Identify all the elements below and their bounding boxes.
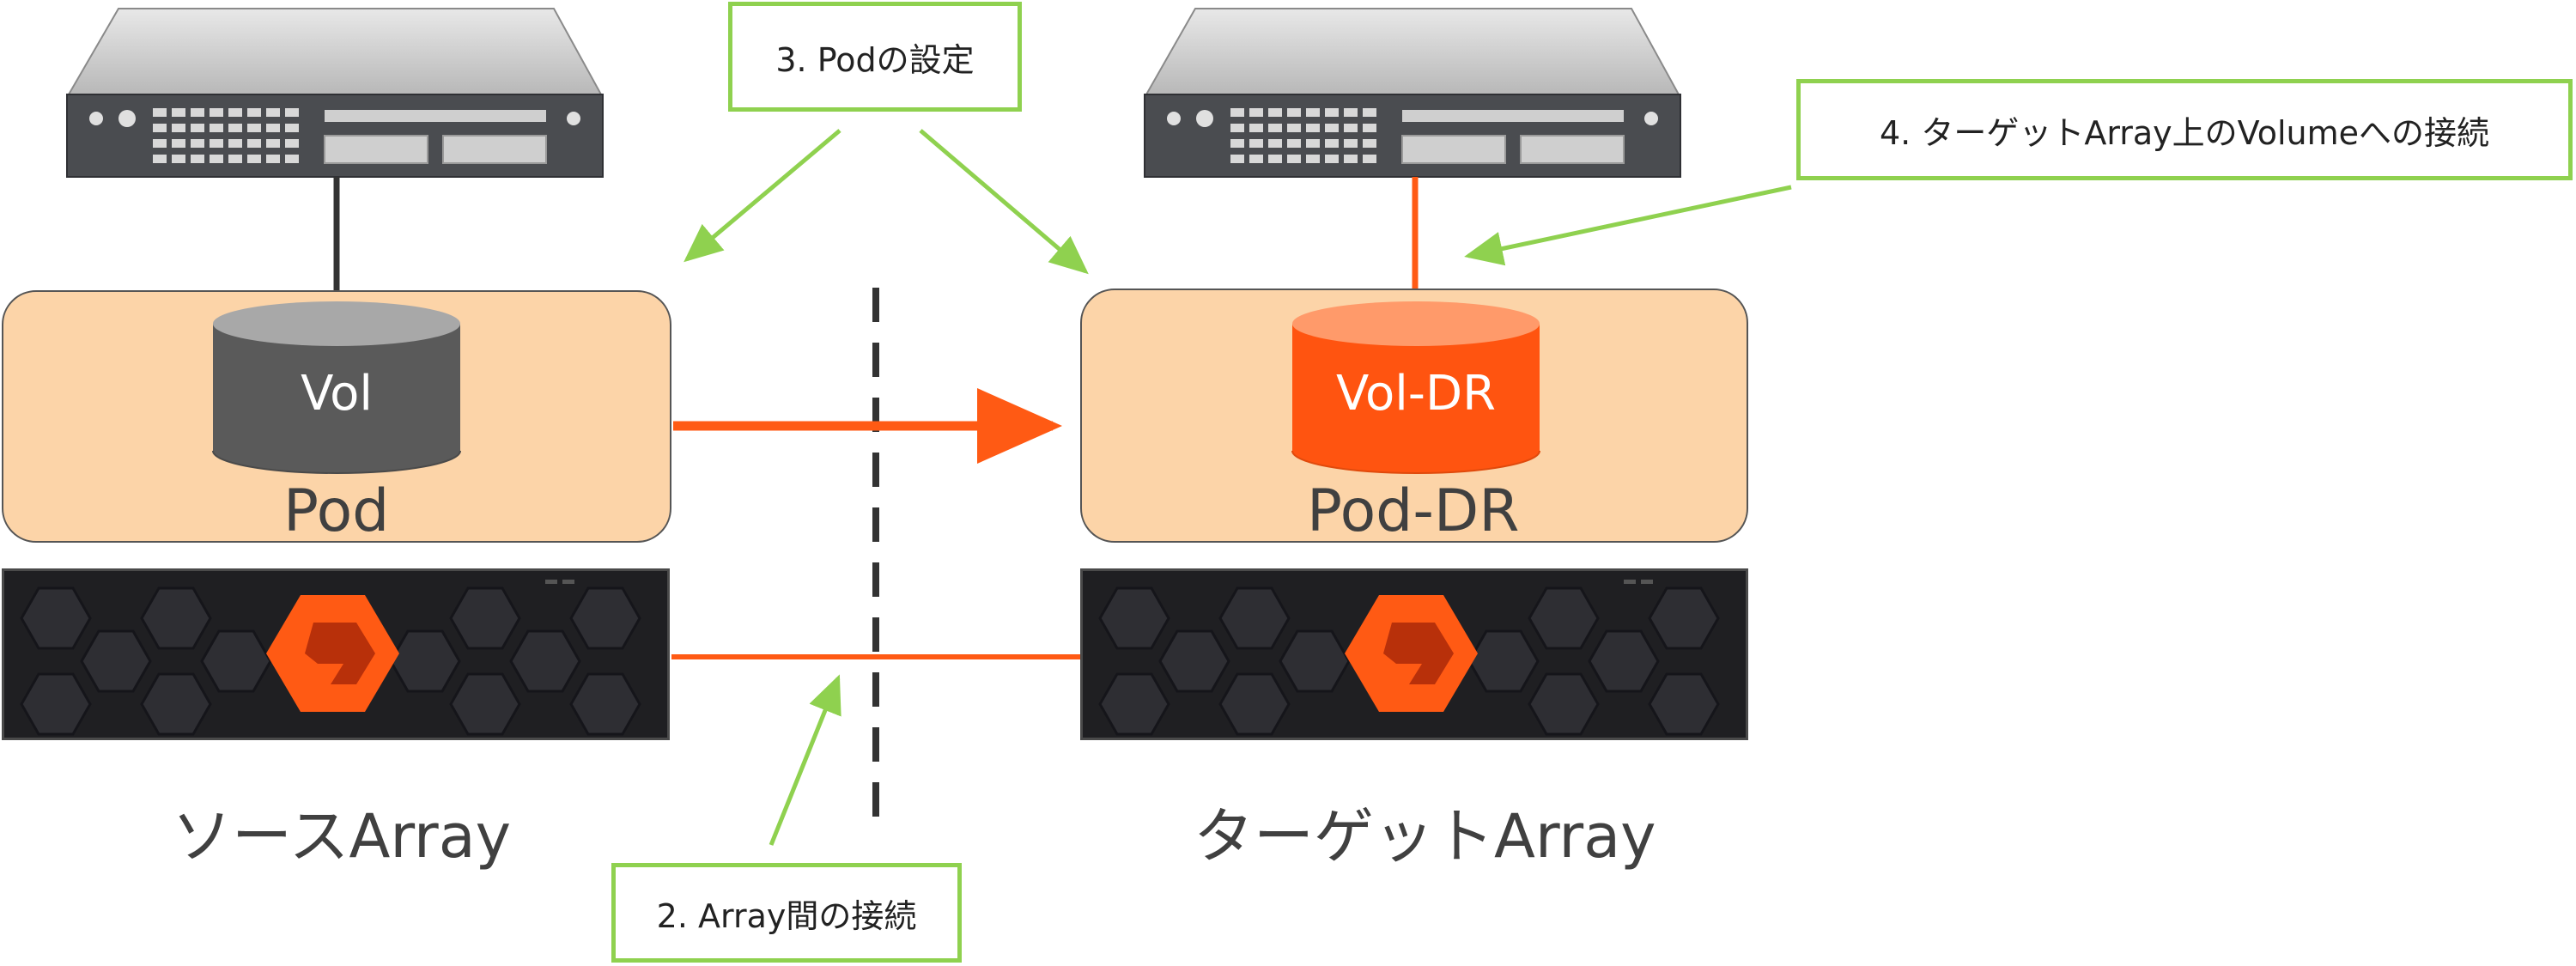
- step-pod-config-callout: 3. Podの設定: [728, 2, 1022, 112]
- source-server-icon: [66, 8, 604, 178]
- step-array-connect-callout: 2. Array間の接続: [611, 863, 962, 963]
- source-volume-icon: [212, 301, 461, 474]
- step-volume-connect-callout: 4. ターゲットArray上のVolumeへの接続: [1796, 79, 2573, 180]
- pod-config-arrow-left: [683, 129, 841, 263]
- target-array-label: ターゲットArray: [1194, 801, 1656, 872]
- source-logo-icon: [266, 595, 399, 712]
- volume-connect-arrow: [1464, 185, 1792, 266]
- target-array-icon: [1080, 568, 1748, 740]
- source-volume-label: Vol: [301, 366, 373, 422]
- target-logo-icon: [1345, 595, 1478, 712]
- source-array-icon: [2, 568, 670, 740]
- array-connect-arrow: [769, 674, 841, 846]
- source-pod-label: Pod: [283, 477, 390, 545]
- target-volume-label: Vol-DR: [1335, 366, 1497, 422]
- target-volume-icon: [1291, 301, 1540, 474]
- pod-config-arrow-right: [919, 129, 1089, 275]
- target-server-icon: [1144, 8, 1681, 178]
- target-pod-label: Pod-DR: [1307, 477, 1520, 545]
- source-array-label: ソースArray: [172, 801, 512, 872]
